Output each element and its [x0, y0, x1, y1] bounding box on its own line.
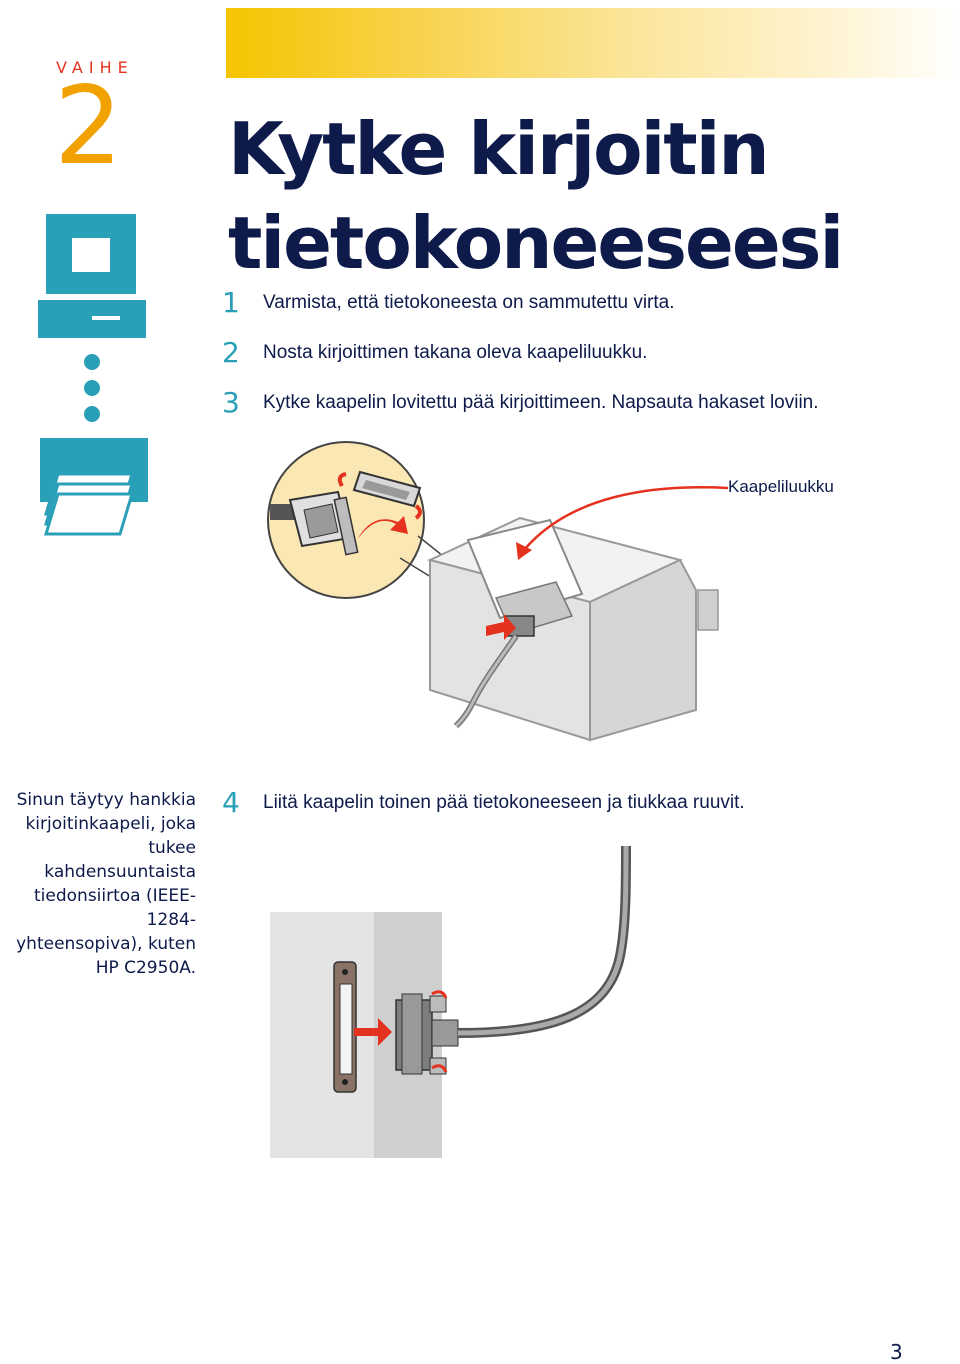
- side-note: Sinun täytyy hankkia kirjoitinkaapeli, j…: [0, 788, 196, 980]
- step-item: 2 Nosta kirjoittimen takana oleva kaapel…: [222, 336, 942, 386]
- title-line-1: Kytke kirjoitin: [228, 107, 770, 191]
- steps-list: 1 Varmista, että tietokoneesta on sammut…: [222, 286, 942, 436]
- page-title: Kytke kirjoitin tietokoneeseesi: [228, 102, 948, 290]
- step-text: Liitä kaapelin toinen pää tietokoneeseen…: [263, 792, 745, 813]
- process-icons: [38, 214, 148, 536]
- step-label: VAIHE: [56, 58, 134, 77]
- printer-icon: [427, 516, 719, 742]
- printer-illustration: [267, 441, 719, 742]
- insert-arrow-icon: [486, 614, 516, 640]
- printer-icon: [40, 438, 148, 536]
- step-item: 1 Varmista, että tietokoneesta on sammut…: [222, 286, 942, 336]
- step-text: Kytke kaapelin lovitettu pää kirjoittime…: [263, 392, 819, 413]
- side-note-line: tiedonsiirtoa (IEEE-1284-: [34, 886, 196, 930]
- computer-port-illustration: [270, 846, 631, 1158]
- callout-arrow-icon: [516, 486, 729, 560]
- page-number: 3: [890, 1340, 903, 1364]
- parallel-port-icon: [333, 961, 357, 1093]
- step-item: 4 Liitä kaapelin toinen pää tietokoneese…: [222, 786, 942, 836]
- callout-label: Kaapeliluukku: [728, 477, 834, 496]
- side-note-line: yhteensopiva), kuten: [16, 934, 196, 954]
- step-number: 3: [222, 386, 240, 419]
- header-banner: [226, 8, 960, 78]
- step-number: 2: [54, 64, 123, 189]
- step-text: Nosta kirjoittimen takana oleva kaapelil…: [263, 342, 648, 363]
- side-note-line: Sinun täytyy hankkia: [16, 790, 196, 810]
- side-note-line: tukee kahdensuuntaista: [44, 838, 196, 882]
- connector-closeup-icon: [270, 470, 422, 556]
- dots-icon: [84, 354, 100, 422]
- insert-arrow-icon: [354, 1018, 392, 1046]
- step-number: 1: [222, 286, 240, 319]
- step-item: 3 Kytke kaapelin lovitettu pää kirjoitti…: [222, 386, 942, 436]
- step-number: 2: [222, 336, 240, 369]
- title-line-2: tietokoneeseesi: [228, 201, 844, 285]
- computer-icon: [38, 214, 146, 338]
- step-text: Varmista, että tietokoneesta on sammutet…: [263, 292, 675, 313]
- rotate-arrow-icon: [358, 516, 408, 538]
- side-note-line: HP C2950A.: [95, 958, 196, 978]
- cable-connector-icon: [395, 990, 459, 1075]
- side-note-line: kirjoitinkaapeli, joka: [25, 814, 196, 834]
- step-number: 4: [222, 786, 240, 819]
